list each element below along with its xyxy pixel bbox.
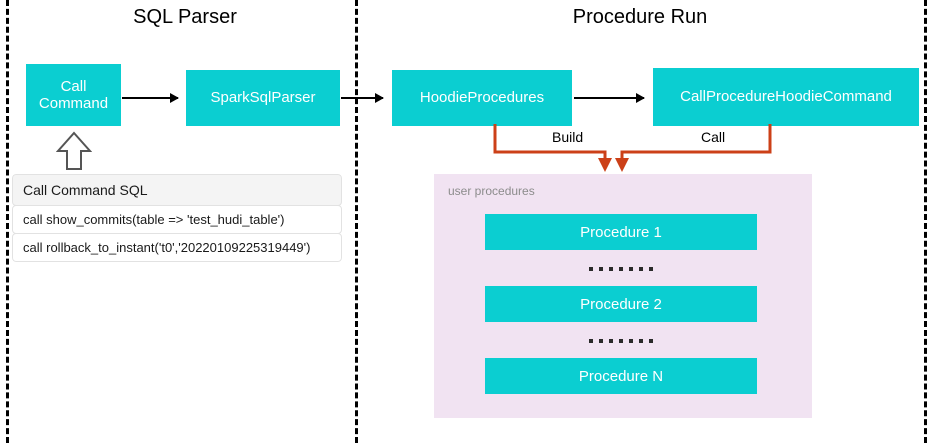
connector-call-arrowhead (615, 158, 629, 172)
procedure-ellipsis-1 (485, 262, 757, 276)
orange-connectors (493, 124, 772, 172)
divider-middle-dashed (355, 0, 358, 443)
procedure-box-n[interactable]: Procedure N (485, 358, 757, 394)
dot (629, 267, 633, 271)
procedure-ellipsis-2 (485, 334, 757, 348)
divider-right-dashed (924, 0, 927, 443)
dot (649, 267, 653, 271)
section-title-sql-parser: SQL Parser (133, 6, 237, 28)
node-hoodie-procedures[interactable]: HoodieProcedures (392, 70, 572, 126)
arrow-call-command-to-spark-parser (122, 97, 178, 99)
edge-label-call: Call (697, 129, 730, 145)
connector-build-path (493, 124, 607, 160)
sql-table-row-2: call rollback_to_instant('t0','202201092… (12, 233, 342, 262)
dot (619, 267, 623, 271)
edge-label-build: Build (548, 129, 588, 145)
dot (639, 267, 643, 271)
connector-call-path (620, 124, 772, 160)
node-call-command-line1: Call (60, 77, 87, 95)
node-call-command[interactable]: Call Command (26, 64, 121, 126)
sql-table-header: Call Command SQL (12, 174, 342, 206)
procedure-box-1[interactable]: Procedure 1 (485, 214, 757, 250)
dot (599, 267, 603, 271)
connector-build-arrowhead (598, 158, 612, 172)
dot (609, 267, 613, 271)
dot (599, 339, 603, 343)
dot (619, 339, 623, 343)
call-command-sql-table: Call Command SQL call show_commits(table… (12, 174, 342, 262)
dot (589, 339, 593, 343)
section-title-procedure-run: Procedure Run (572, 6, 708, 28)
user-procedures-label: user procedures (448, 184, 535, 198)
node-call-procedure-hoodie-command[interactable]: CallProcedureHoodieCommand (653, 68, 919, 126)
divider-left-dashed (6, 0, 9, 443)
sql-table-row-1: call show_commits(table => 'test_hudi_ta… (12, 205, 342, 234)
node-call-command-line2: Command (38, 95, 109, 112)
arrow-spark-parser-to-hoodie-procedures (341, 97, 383, 99)
arrow-hoodie-procedures-to-call-procedure-command (574, 97, 644, 99)
dot (629, 339, 633, 343)
node-call-command-text: Call Command (39, 78, 108, 113)
dot (589, 267, 593, 271)
dot (609, 339, 613, 343)
up-arrow-icon (56, 131, 92, 170)
procedure-box-2[interactable]: Procedure 2 (485, 286, 757, 322)
node-spark-sql-parser[interactable]: SparkSqlParser (186, 70, 340, 126)
dot (649, 339, 653, 343)
dot (639, 339, 643, 343)
user-procedures-panel: user procedures Procedure 1 Procedure 2 … (434, 174, 812, 418)
